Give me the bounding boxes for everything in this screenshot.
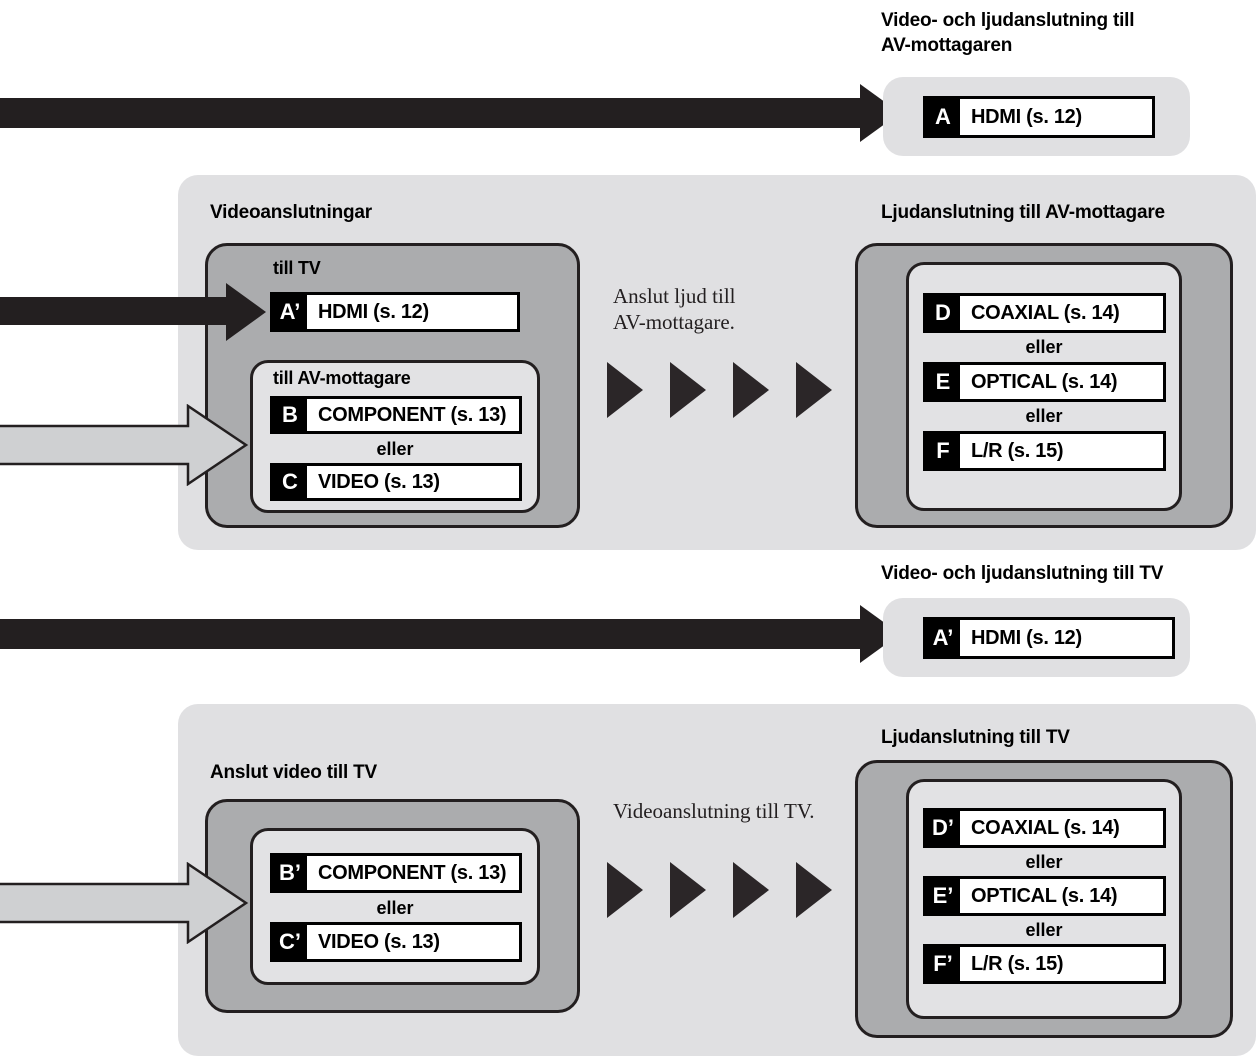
heading-video-audio-to-av-receiver: Video- och ljudanslutning till AV-mottag…	[881, 10, 1135, 56]
separator-eller-audio-tv-2: eller	[1025, 920, 1063, 940]
play-triangle-3	[733, 362, 769, 418]
separator-eller-video-tv: eller	[376, 898, 414, 918]
chip-badge: A	[926, 99, 960, 135]
note-video-connection-to-tv: Videoanslutning till TV.	[613, 799, 815, 823]
black-arrow-shaft-hdmi-prime	[0, 297, 230, 325]
black-arrow-shaft-tv	[0, 619, 865, 649]
chip-optical-e-prime[interactable]: E’ OPTICAL (s. 14)	[923, 876, 1166, 916]
chip-badge: C’	[273, 925, 307, 959]
play-triangle-8	[796, 862, 832, 918]
chip-hdmi-a[interactable]: A HDMI (s. 12)	[923, 96, 1155, 138]
chip-badge: B’	[273, 856, 307, 890]
chip-badge: E	[926, 365, 960, 399]
chip-badge: F’	[926, 947, 960, 981]
chip-label: COMPONENT (s. 13)	[318, 861, 507, 884]
chip-lr-f[interactable]: F L/R (s. 15)	[923, 431, 1166, 471]
chip-coaxial-d[interactable]: D COAXIAL (s. 14)	[923, 293, 1166, 333]
chip-label: COMPONENT (s. 13)	[318, 403, 507, 426]
chip-label: OPTICAL (s. 14)	[971, 884, 1118, 907]
gray-arrow-to-tv-video	[0, 862, 249, 944]
chip-badge: E’	[926, 879, 960, 913]
note-connect-audio-to-av: Anslut ljud till AV-mottagare.	[613, 284, 736, 334]
chip-component-b[interactable]: B COMPONENT (s. 13)	[270, 396, 522, 434]
chip-badge: C	[273, 466, 307, 498]
sublabel-to-tv: till TV	[273, 258, 321, 278]
black-arrow-head-hdmi-prime	[226, 283, 266, 341]
chip-badge: A’	[926, 620, 960, 656]
chip-badge: F	[926, 434, 960, 468]
heading-connect-video-to-tv: Anslut video till TV	[210, 762, 378, 783]
chip-badge: B	[273, 399, 307, 431]
play-triangle-7	[733, 862, 769, 918]
chip-hdmi-a-prime-tv[interactable]: A’ HDMI (s. 12)	[923, 617, 1175, 659]
play-triangle-1	[607, 362, 643, 418]
chip-badge: D’	[926, 811, 960, 845]
chip-label: HDMI (s. 12)	[318, 300, 429, 323]
chip-label: VIDEO (s. 13)	[318, 470, 440, 493]
chip-badge: A’	[273, 295, 307, 329]
sublabel-to-av-receiver: till AV-mottagare	[273, 368, 411, 388]
chip-label: VIDEO (s. 13)	[318, 930, 440, 953]
play-triangle-6	[670, 862, 706, 918]
separator-eller-audio-av-1: eller	[1025, 337, 1063, 357]
heading-audio-to-av-receiver: Ljudanslutning till AV-mottagare	[881, 202, 1165, 223]
separator-eller-audio-av-2: eller	[1025, 406, 1063, 426]
chip-label: HDMI (s. 12)	[971, 626, 1082, 649]
separator-eller-video: eller	[376, 439, 414, 459]
chip-video-c[interactable]: C VIDEO (s. 13)	[270, 463, 522, 501]
play-triangle-2	[670, 362, 706, 418]
chip-component-b-prime[interactable]: B’ COMPONENT (s. 13)	[270, 853, 522, 893]
chip-hdmi-a-prime[interactable]: A’ HDMI (s. 12)	[270, 292, 520, 332]
gray-arrow-to-av-video	[0, 404, 249, 486]
chip-label: L/R (s. 15)	[971, 952, 1064, 975]
separator-eller-audio-tv-1: eller	[1025, 852, 1063, 872]
chip-label: L/R (s. 15)	[971, 439, 1064, 462]
black-arrow-shaft-top	[0, 98, 865, 128]
heading-audio-to-tv: Ljudanslutning till TV	[881, 727, 1070, 748]
heading-video-audio-to-tv: Video- och ljudanslutning till TV	[881, 563, 1164, 584]
chip-lr-f-prime[interactable]: F’ L/R (s. 15)	[923, 944, 1166, 984]
chip-optical-e[interactable]: E OPTICAL (s. 14)	[923, 362, 1166, 402]
heading-video-connections: Videoanslutningar	[210, 202, 372, 223]
chip-label: COAXIAL (s. 14)	[971, 301, 1120, 324]
play-triangle-4	[796, 362, 832, 418]
chip-badge: D	[926, 296, 960, 330]
chip-label: COAXIAL (s. 14)	[971, 816, 1120, 839]
chip-label: OPTICAL (s. 14)	[971, 370, 1118, 393]
chip-label: HDMI (s. 12)	[971, 105, 1082, 128]
play-triangle-5	[607, 862, 643, 918]
chip-video-c-prime[interactable]: C’ VIDEO (s. 13)	[270, 922, 522, 962]
chip-coaxial-d-prime[interactable]: D’ COAXIAL (s. 14)	[923, 808, 1166, 848]
